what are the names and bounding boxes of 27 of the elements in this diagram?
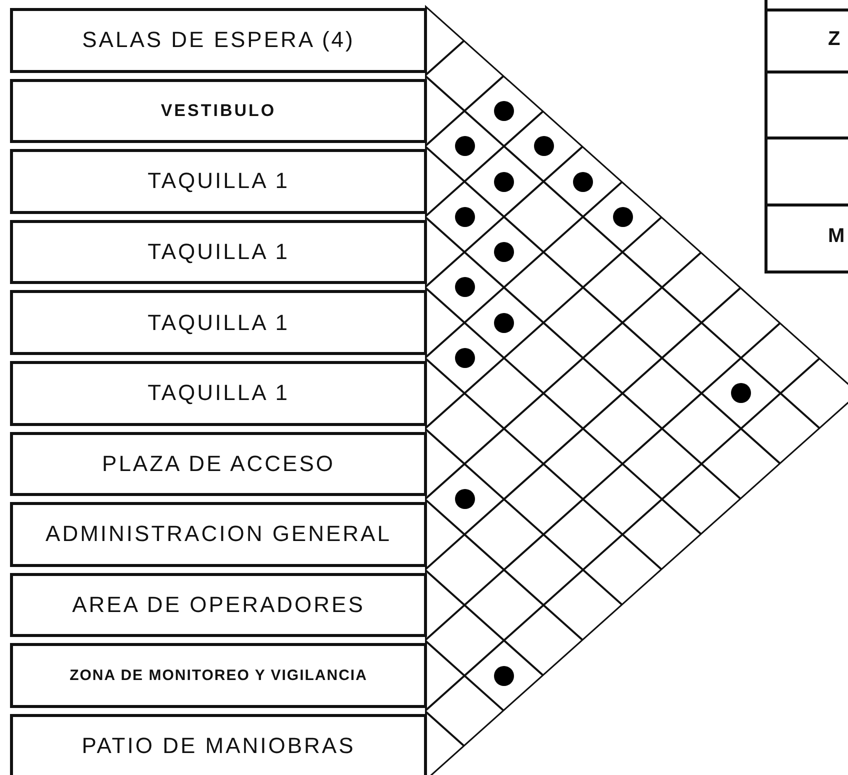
space-name-box: SALAS DE ESPERA (4) [10,8,427,73]
space-name-box: PATIO DE MANIOBRAS [10,714,427,775]
space-name-box: AREA DE OPERADORES [10,572,427,638]
space-name-box: VESTIBULO [10,78,427,144]
space-name-box: TAQUILLA 1 [10,220,427,284]
space-name-box: PLAZA DE ACCESO [10,432,427,496]
relation-dot [454,136,474,156]
relation-dot [573,172,593,192]
space-name-box: TAQUILLA 1 [10,361,427,426]
relation-dot [454,348,474,368]
relation-dot [454,277,474,298]
relation-dot [494,172,514,192]
cut-off-text: Z [828,28,840,51]
space-name-box: ZONA DE MONITOREO Y VIGILANCIA [10,643,427,708]
relation-dot [494,100,514,121]
relation-dot [454,489,474,510]
cut-off-text: M [828,225,845,248]
relation-dot [494,312,514,333]
relation-dot [454,206,474,227]
relation-dot [494,666,514,686]
space-name-box: TAQUILLA 1 [10,149,427,214]
relation-dot [731,383,751,404]
space-name-box: ADMINISTRACION GENERAL [10,502,427,567]
relation-dot [494,242,514,262]
relation-dot [534,136,554,156]
space-name-box: TAQUILLA 1 [10,290,427,355]
relation-dot [612,206,632,227]
